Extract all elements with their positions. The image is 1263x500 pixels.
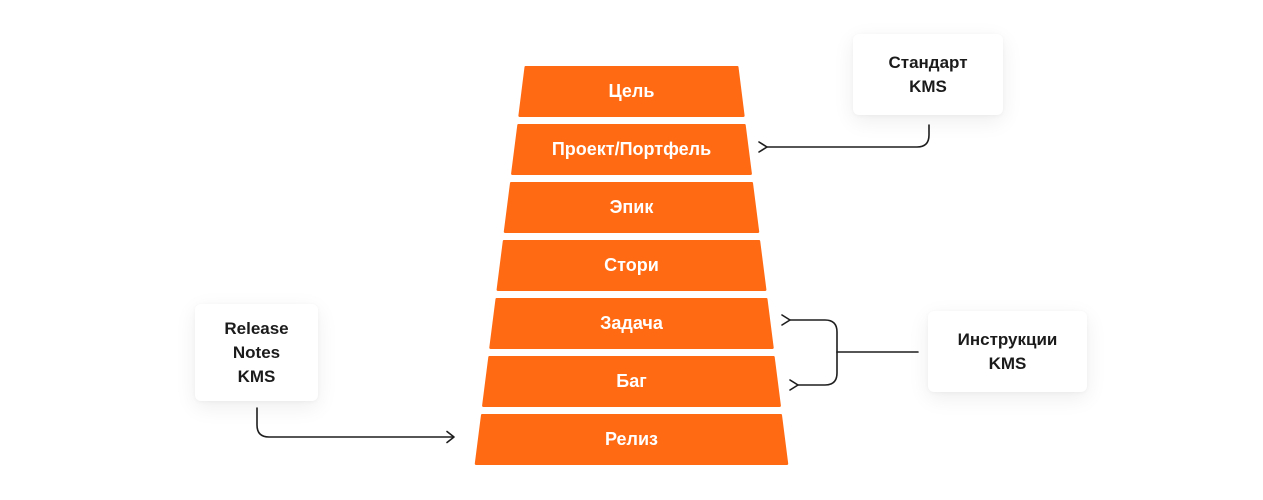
arrow-standard-to-project <box>758 124 930 153</box>
connectors <box>256 124 930 444</box>
tier-label-bug: Баг <box>616 371 647 391</box>
tier-shape-epic <box>503 182 760 233</box>
tier-label-release: Релиз <box>604 429 659 449</box>
tier-shape-bug <box>482 356 781 407</box>
note-standard-line-2: KMS <box>909 76 947 96</box>
tier-label-story: Стори <box>604 255 659 275</box>
tier-label-project-portfolio: Проект/Портфель <box>551 139 712 159</box>
tier-label-task: Задача <box>600 313 663 333</box>
tier-shape-release <box>474 414 789 465</box>
tier-shape-task <box>489 298 774 349</box>
note-standard-line-1: Стандарт <box>888 52 968 72</box>
arrow-release-notes-head <box>446 430 455 444</box>
tier-label-epic: Эпик <box>609 197 654 217</box>
tier-shape-goal <box>518 66 745 117</box>
bracket-arrow-lower <box>789 351 838 391</box>
note-release-line-1: Release <box>224 318 289 338</box>
note-release-line-3: KMS <box>237 366 276 386</box>
tier-shape-project <box>511 124 752 175</box>
note-instructions-line-1: Инструкции <box>957 329 1058 349</box>
bracket-arrow-upper <box>781 314 838 353</box>
pyramid-tiers <box>474 66 789 465</box>
note-standard-kms: Стандарт KMS <box>853 34 1003 115</box>
note-release-notes-kms: Release Notes KMS <box>195 304 318 401</box>
note-instructions-kms: Инструкции KMS <box>928 311 1087 392</box>
note-release-line-2: Notes <box>232 342 281 362</box>
note-instructions-line-2: KMS <box>988 353 1027 373</box>
tier-shape-story <box>496 240 767 291</box>
arrow-release-notes-to-release <box>256 407 454 438</box>
tier-label-goal: Цель <box>608 81 655 101</box>
